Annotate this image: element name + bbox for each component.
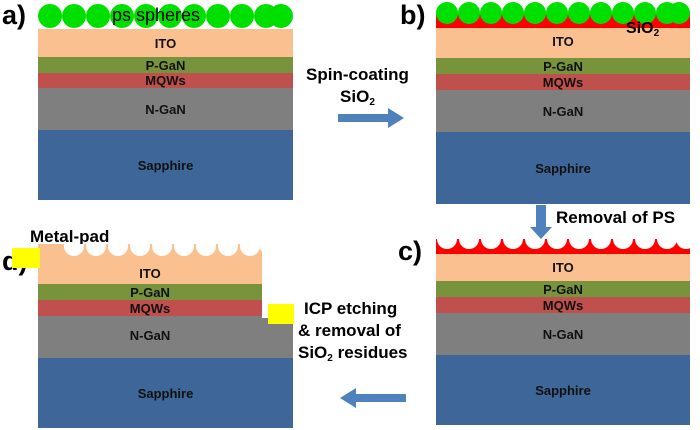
n-gan-label: N-GaN — [542, 103, 584, 119]
sapphire-layer: Sapphire — [38, 130, 293, 200]
icp-residues-text: residues — [332, 343, 408, 362]
sio2-subscript: 2 — [653, 28, 660, 39]
sio2-label: SiO2 — [626, 20, 659, 39]
sio2-with-spheres — [436, 2, 690, 28]
spin-coating-line2: SiO2 — [306, 86, 409, 114]
p-gan-layer: P-GaN — [38, 57, 293, 73]
n-gan-layer: N-GaN — [436, 90, 690, 132]
n-gan-label: N-GaN — [542, 326, 584, 342]
p-gan-label: P-GaN — [130, 284, 170, 300]
mqw-layer: MQWs — [436, 74, 690, 90]
ito-label: ITO — [552, 259, 574, 275]
sapphire-label: Sapphire — [535, 382, 591, 398]
icp-line1: ICP etching — [304, 299, 398, 318]
ps-spheres — [38, 4, 293, 28]
step-spin-coating: Spin-coating SiO2 — [306, 64, 409, 114]
panel-a-label: a) — [2, 0, 27, 30]
spin-sio2-text: SiO — [340, 87, 370, 106]
p-gan-layer: P-GaN — [38, 284, 262, 300]
icp-sio2-subscript: 2 — [327, 353, 333, 364]
p-gan-label: P-GaN — [145, 57, 186, 73]
ps-spheres-label: ps spheres — [112, 5, 201, 25]
step-icp-etching: ICP etching & removal of SiO2 residues — [298, 298, 408, 370]
n-gan-layer: N-GaN — [38, 88, 293, 130]
mqw-label: MQWs — [542, 297, 584, 313]
n-gan-layer — [38, 318, 293, 358]
sapphire-label: Sapphire — [535, 160, 591, 176]
mqw-label: MQWs — [542, 74, 584, 90]
icp-sio2-text: SiO — [298, 343, 328, 362]
p-gan-label: P-GaN — [543, 281, 583, 297]
mqw-layer: MQWs — [38, 300, 262, 316]
mqw-layer: MQWs — [436, 297, 690, 313]
sapphire-label: Sapphire — [137, 385, 194, 401]
n-gan-layer: N-GaN — [436, 313, 690, 355]
metal-pad-label: Metal-pad — [30, 227, 110, 246]
p-gan-layer: P-GaN — [436, 281, 690, 297]
spin-sio2-subscript: 2 — [369, 97, 375, 108]
arrow-down-icon — [530, 205, 552, 239]
sapphire-label: Sapphire — [137, 157, 194, 173]
sapphire-layer: Sapphire — [436, 132, 690, 204]
ito-layer: ITO — [436, 253, 690, 281]
p-gan-layer: P-GaN — [436, 58, 690, 74]
mqw-label: MQWs — [129, 300, 171, 316]
mqw-label: MQWs — [145, 73, 186, 88]
ito-layer: ITO — [38, 29, 293, 57]
p-gan-label: P-GaN — [543, 58, 583, 74]
textured-ito-layer — [38, 244, 262, 284]
n-gan-label: N-GaN — [145, 101, 186, 117]
step-removal-ps: Removal of PS — [556, 208, 676, 227]
panel-c-label: c) — [398, 236, 423, 266]
n-metal-pad — [268, 304, 294, 324]
arrow-left-icon — [340, 388, 406, 408]
icp-line2: & removal of — [298, 321, 401, 340]
n-gan-label: N-GaN — [129, 328, 171, 343]
sio2-mask — [436, 239, 690, 254]
mqw-layer: MQWs — [38, 73, 293, 88]
spin-coating-line1: Spin-coating — [306, 65, 409, 84]
sapphire-layer: Sapphire — [436, 355, 690, 425]
ito-label: ITO — [139, 266, 161, 281]
ito-label: ITO — [552, 33, 574, 49]
panel-b-label: b) — [400, 0, 426, 30]
arrow-right-icon — [338, 108, 404, 128]
ito-layer: ITO — [436, 24, 690, 58]
ito-label: ITO — [154, 35, 177, 51]
p-metal-pad — [12, 248, 40, 268]
sio2-text: SiO — [626, 20, 654, 37]
sapphire-layer: Sapphire — [38, 358, 293, 428]
icp-line3: SiO2 residues — [298, 342, 408, 370]
